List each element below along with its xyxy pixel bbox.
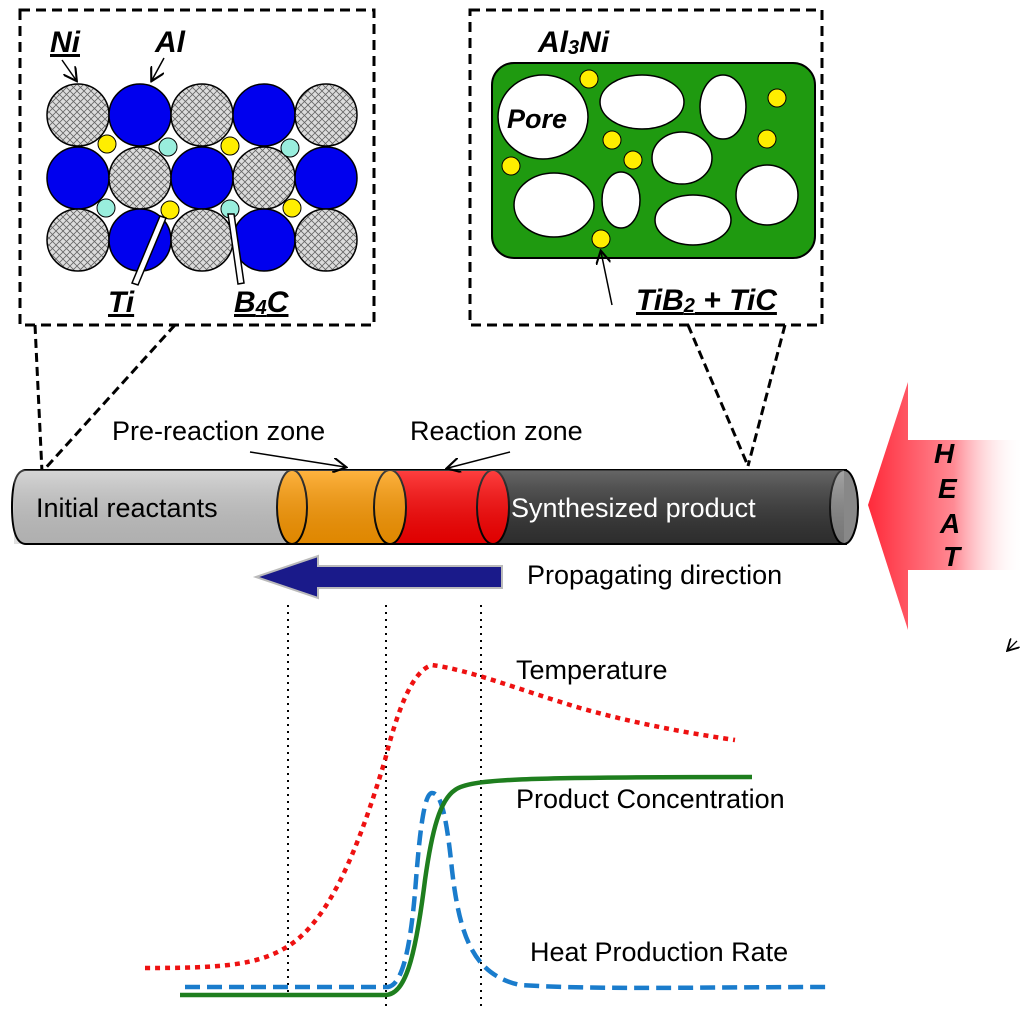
tib2-tic-label: TiB2 + TiC — [636, 284, 778, 317]
synthesized-product-label: Synthesized product — [511, 493, 756, 523]
ti-particle — [97, 134, 117, 154]
stray-arrow-mark — [1008, 641, 1017, 650]
pre-reaction-pointer — [249, 451, 345, 467]
reaction-rod: Initial reactants Synthesized product Pr… — [10, 416, 859, 545]
tib2-tic-particle — [501, 156, 521, 176]
pore — [599, 74, 685, 130]
heat-production-rate-curve — [185, 790, 831, 991]
ni-particle — [46, 208, 110, 272]
pre-reaction-zone-label: Pre-reaction zone — [112, 416, 325, 446]
al-particle — [46, 146, 110, 210]
ni-particle — [170, 83, 234, 147]
initial-reactants-label: Initial reactants — [36, 493, 218, 523]
product-concentration-curve — [180, 774, 753, 998]
right-inset: Al3Ni Pore TiB2 + TiC — [468, 8, 824, 327]
heat-letters: H E A T — [934, 438, 963, 572]
reactants-cap — [276, 469, 308, 545]
al-particle — [170, 146, 234, 210]
b4c-label: B4C — [234, 286, 290, 319]
heat-arrow: H E A T — [868, 382, 1024, 630]
ni-particle — [294, 208, 358, 272]
tib2-tic-particle — [767, 88, 787, 108]
ti-pointer — [130, 215, 168, 286]
al-particle — [108, 83, 172, 147]
pore — [497, 74, 589, 160]
temperature-curve — [144, 662, 736, 971]
al-particle — [294, 146, 358, 210]
ti-label: Ti — [108, 286, 135, 319]
heat-letter-t: T — [943, 541, 963, 572]
pore — [513, 172, 595, 238]
tib2-tic-particle — [602, 130, 622, 150]
pore — [699, 74, 747, 140]
al-pointer — [152, 57, 165, 80]
pre-reaction-zone-cap — [373, 469, 407, 545]
ni-particle — [170, 208, 234, 272]
pore — [601, 171, 641, 229]
ni-label: Ni — [50, 26, 81, 59]
heat-production-rate-label: Heat Production Rate — [530, 937, 788, 967]
tib2-tic-particle — [591, 229, 611, 249]
b4c-particle — [280, 138, 300, 158]
pore — [651, 131, 713, 185]
heat-letter-a: A — [939, 508, 960, 539]
ti-particle — [220, 136, 240, 156]
b4c-particle — [96, 198, 116, 218]
pore-label: Pore — [507, 104, 567, 134]
heat-letter-h: H — [934, 438, 955, 469]
ti-particle — [160, 200, 180, 220]
ni-pointer — [61, 59, 76, 80]
propagation-arrow: Propagating direction — [252, 554, 782, 600]
al-particle — [232, 83, 296, 147]
tib2-tic-pointer — [601, 252, 613, 306]
reaction-zone-label: Reaction zone — [410, 416, 583, 446]
b4c-particle — [158, 137, 178, 157]
product-concentration-label: Product Concentration — [516, 784, 785, 814]
callout-lines — [33, 323, 787, 474]
ni-particle — [108, 146, 172, 210]
temperature-label: Temperature — [516, 655, 668, 685]
ni-particle — [294, 83, 358, 147]
profile-curves: Temperature Product Concentration Heat P… — [144, 605, 831, 1008]
particle-lattice — [46, 83, 358, 272]
rod-end-cap — [829, 469, 859, 545]
propagating-direction-label: Propagating direction — [527, 560, 782, 590]
heat-letter-e: E — [938, 473, 958, 504]
al-label: Al — [154, 26, 186, 59]
pore — [735, 164, 799, 226]
ti-particle — [282, 198, 302, 218]
b4c-pointer — [227, 213, 245, 285]
reaction-pointer — [448, 451, 511, 468]
al-particle — [232, 208, 296, 272]
tib2-tic-particle — [579, 69, 599, 89]
al3ni-label: Al3Ni — [537, 26, 610, 59]
ni-particle — [46, 83, 110, 147]
pore — [654, 194, 732, 246]
tib2-tic-particle — [623, 150, 643, 170]
reaction-zone-cap — [476, 469, 510, 545]
left-inset: Ni Al Ti B4C — [18, 8, 376, 327]
tib2-tic-particle — [757, 129, 777, 149]
